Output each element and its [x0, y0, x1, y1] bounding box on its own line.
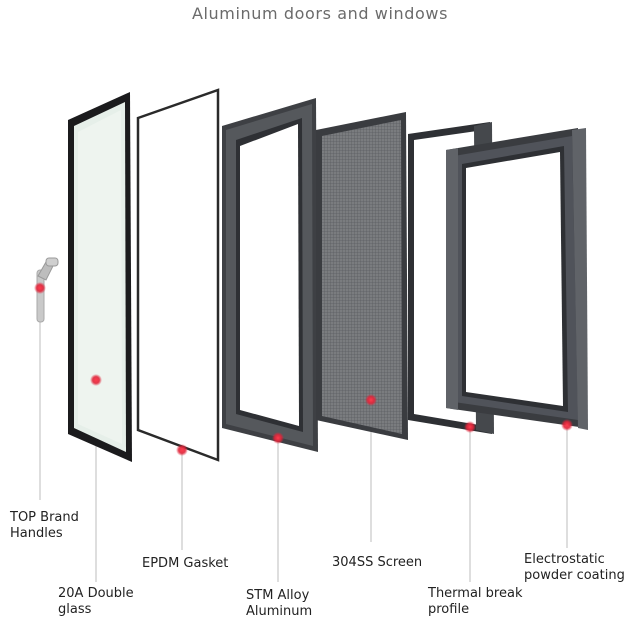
label-handles: TOP Brand Handles [10, 510, 79, 542]
label-alloy: STM Alloy Aluminum [246, 588, 312, 620]
double-glass-panel [68, 92, 132, 462]
screen-panel [316, 112, 408, 440]
label-gasket: EPDM Gasket [142, 556, 228, 572]
label-screen: 304SS Screen [332, 555, 422, 571]
gasket-panel [138, 90, 218, 460]
label-double-glass: 20A Double glass [58, 586, 134, 618]
label-thermal: Thermal break profile [428, 586, 522, 618]
alloy-frame-panel [222, 98, 318, 452]
coated-frame-panel [446, 128, 588, 430]
label-coating: Electrostatic powder coating [524, 552, 625, 584]
